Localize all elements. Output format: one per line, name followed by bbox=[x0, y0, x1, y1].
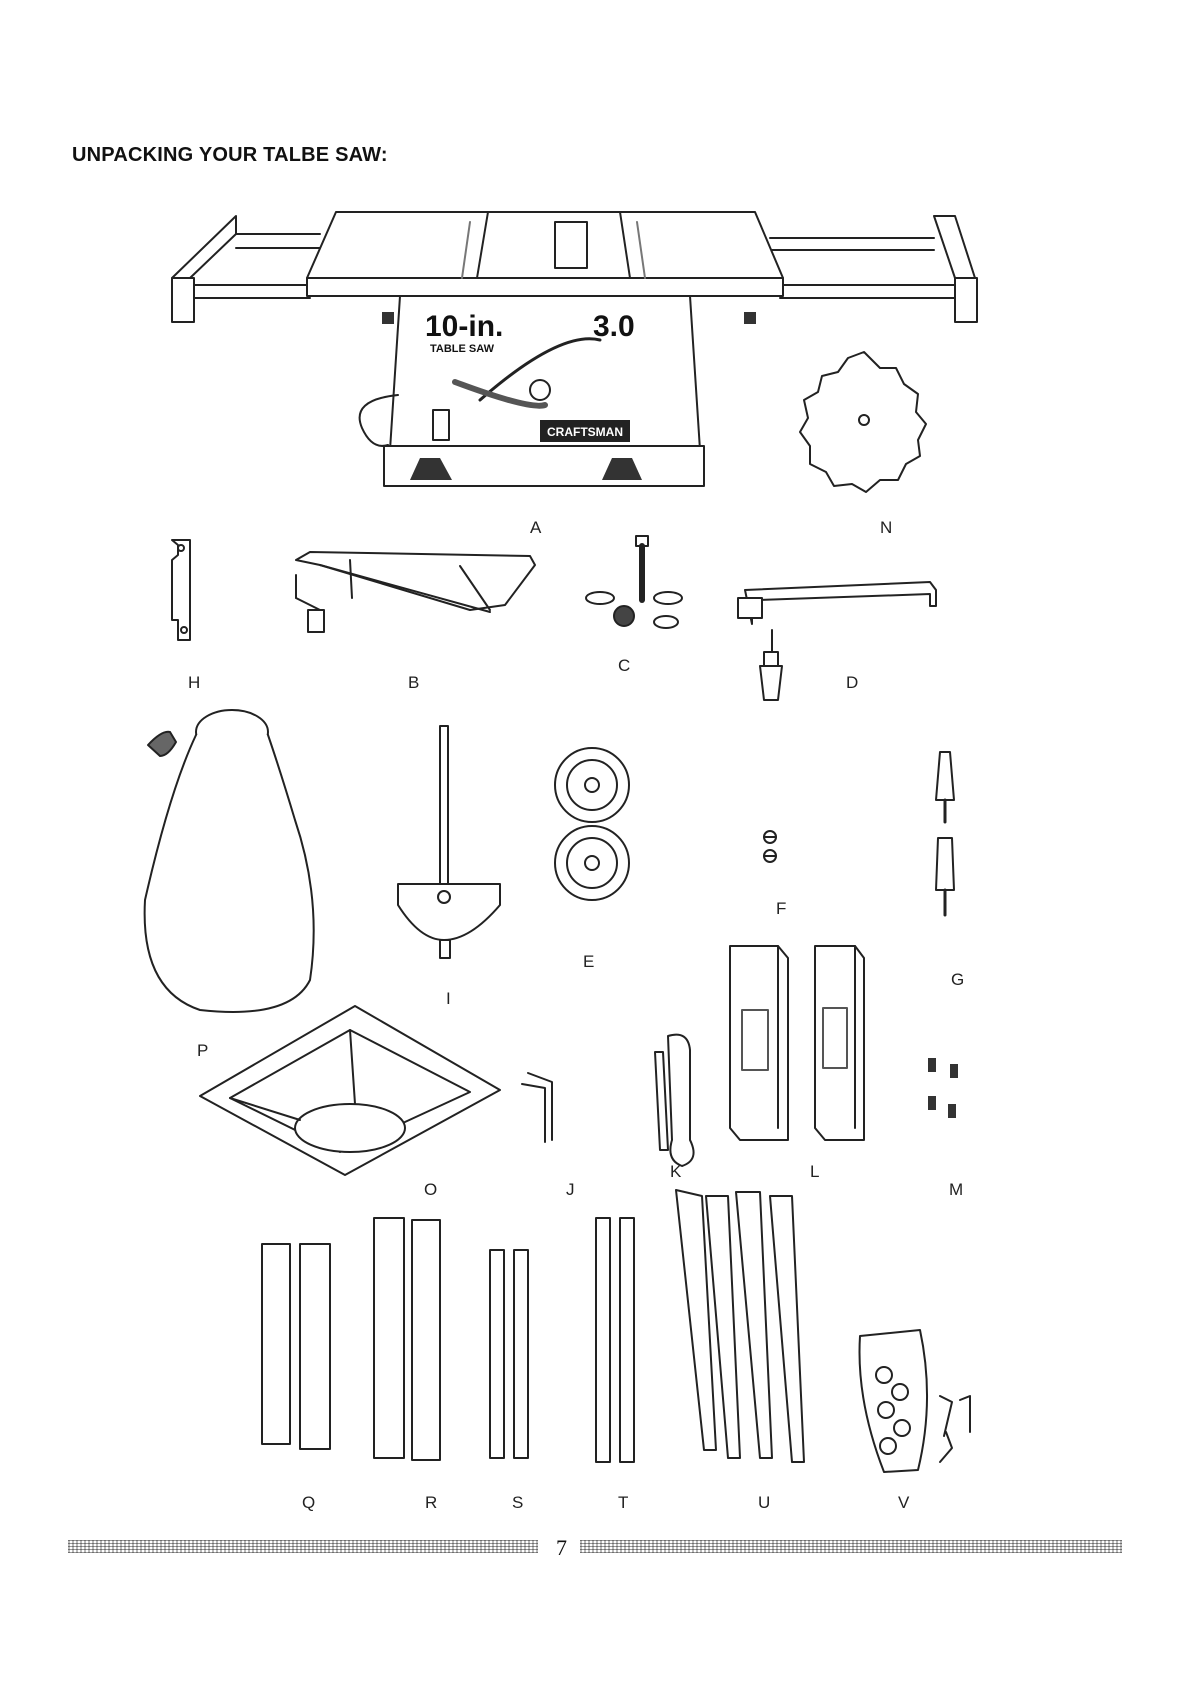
saw-hp-text: 3.0 bbox=[593, 310, 635, 343]
part-f-illustration bbox=[764, 831, 776, 862]
dust-chute-illustration bbox=[200, 1006, 500, 1175]
blade-guard-illustration bbox=[296, 552, 535, 632]
part-label-e: E bbox=[583, 953, 594, 970]
dust-bag-illustration bbox=[145, 710, 314, 1012]
part-label-q: Q bbox=[302, 1494, 315, 1511]
part-label-c: C bbox=[618, 657, 630, 674]
brackets-illustration bbox=[730, 946, 864, 1140]
rip-fence-illustration bbox=[738, 582, 936, 700]
part-label-p: P bbox=[197, 1042, 208, 1059]
part-label-s: S bbox=[512, 1494, 523, 1511]
hardware-bag-illustration bbox=[860, 1330, 971, 1472]
part-label-l: L bbox=[810, 1163, 819, 1180]
footer-band-right bbox=[580, 1540, 1122, 1553]
footer-band-left bbox=[68, 1540, 538, 1553]
part-label-t: T bbox=[618, 1494, 628, 1511]
screws-illustration bbox=[928, 1058, 958, 1118]
part-label-h: H bbox=[188, 674, 200, 691]
miter-gauge-illustration bbox=[398, 726, 500, 958]
wheels-illustration bbox=[555, 748, 629, 900]
part-label-j: J bbox=[566, 1181, 575, 1198]
brand-plate-text: CRAFTSMAN bbox=[547, 425, 623, 439]
part-label-b: B bbox=[408, 674, 419, 691]
saw-size-text: 10-in. bbox=[425, 310, 503, 343]
part-label-o: O bbox=[424, 1181, 437, 1198]
part-label-i: I bbox=[446, 990, 451, 1007]
part-label-k: K bbox=[670, 1163, 681, 1180]
part-label-m: M bbox=[949, 1181, 963, 1198]
legs-braces-illustration bbox=[262, 1190, 804, 1462]
wrenches-illustration bbox=[655, 1035, 694, 1166]
saw-blade-illustration bbox=[800, 352, 926, 492]
part-label-f: F bbox=[776, 900, 786, 917]
knobs-illustration bbox=[936, 752, 954, 915]
saw-type-text: TABLE SAW bbox=[430, 343, 495, 355]
part-label-g: G bbox=[951, 971, 964, 988]
part-label-a: A bbox=[530, 519, 541, 536]
part-label-u: U bbox=[758, 1494, 770, 1511]
page-number: 7 bbox=[556, 1535, 567, 1561]
hex-keys-illustration bbox=[522, 1073, 552, 1142]
part-label-n: N bbox=[880, 519, 892, 536]
part-h-illustration bbox=[172, 540, 190, 640]
bolt-washers-illustration bbox=[586, 536, 682, 628]
part-label-d: D bbox=[846, 674, 858, 691]
part-label-v: V bbox=[898, 1494, 909, 1511]
part-label-r: R bbox=[425, 1494, 437, 1511]
